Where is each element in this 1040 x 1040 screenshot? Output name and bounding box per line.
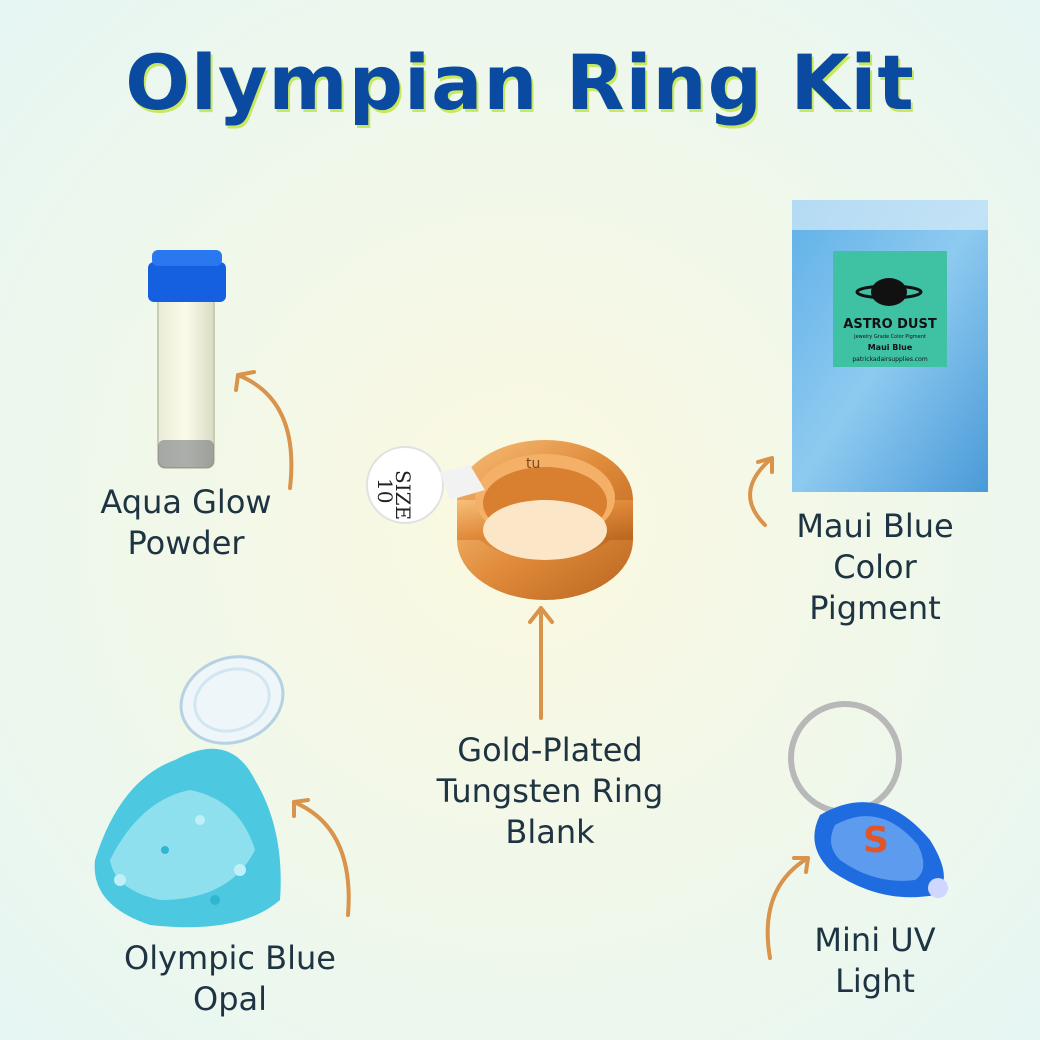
label-line: Gold-Plated: [457, 731, 643, 769]
label-ring-blank: Gold-Plated Tungsten Ring Blank: [400, 730, 700, 853]
arrow-aqua-glow: [234, 370, 294, 490]
label-line: Aqua Glow: [100, 483, 272, 521]
glow-powder-tube: [148, 250, 226, 469]
pigment-product: Maui Blue: [868, 343, 913, 352]
pigment-website: patrickadairsupplies.com: [852, 356, 928, 363]
label-aqua-glow-powder: Aqua Glow Powder: [76, 482, 296, 564]
pigment-bag: [792, 200, 988, 492]
label-line: Pigment: [809, 589, 941, 627]
label-line: Olympic Blue: [124, 939, 336, 977]
label-line: Color: [833, 548, 917, 586]
arrow-uv-light: [765, 856, 810, 960]
label-line: Blank: [505, 813, 595, 851]
gold-ring: [366, 440, 633, 600]
label-line: Opal: [193, 980, 267, 1018]
label-maui-blue: Maui Blue Color Pigment: [770, 506, 980, 629]
label-opal: Olympic Blue Opal: [100, 938, 360, 1020]
pigment-tagline: Jewelry Grade Color Pigment: [853, 334, 926, 340]
opal-jar: [94, 655, 285, 928]
page-title: Olympian Ring Kit: [125, 38, 915, 127]
label-line: Powder: [127, 524, 245, 562]
uv-light: [788, 701, 948, 898]
ring-tag-size-text: SIZE: [391, 470, 415, 520]
arrow-opal: [292, 798, 351, 917]
arrow-maui-blue: [748, 456, 774, 527]
ring-tag-size-number: 10: [373, 478, 397, 503]
label-line: Maui Blue: [796, 507, 954, 545]
label-line: Light: [835, 962, 915, 1000]
pigment-brand: ASTRO DUST: [843, 317, 937, 332]
ring-engraving: tu: [526, 456, 540, 472]
label-line: Mini UV: [814, 921, 936, 959]
label-line: Tungsten Ring: [436, 772, 664, 810]
arrow-ring-blank: [528, 606, 554, 720]
label-uv-light: Mini UV Light: [780, 920, 970, 1002]
uv-light-logo: S: [863, 820, 889, 861]
